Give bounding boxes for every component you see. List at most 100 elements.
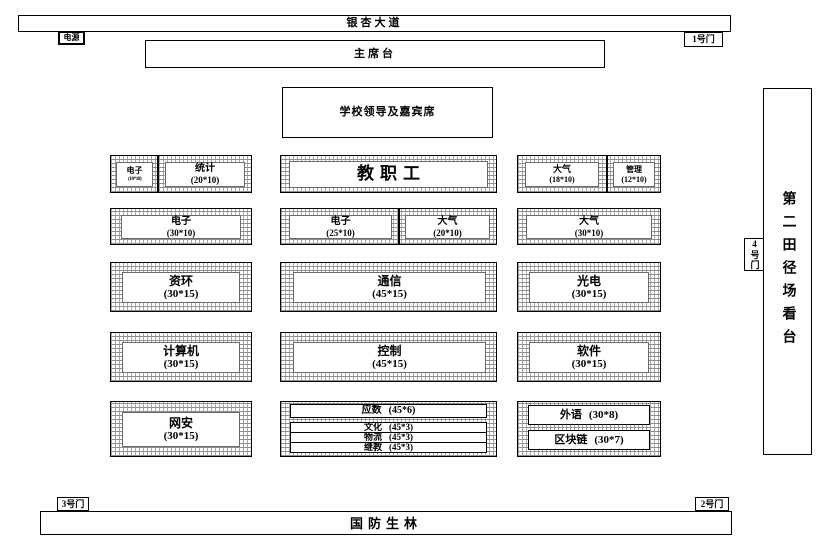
forest-bar: 国防生林	[40, 511, 732, 535]
zone-name: 通信	[377, 273, 402, 288]
zone-qukuailian: 区块链 (30*7)	[528, 430, 650, 450]
zone-row4-left: 计算机 (30*15)	[110, 332, 252, 382]
zone-row5-center-stack: 应数 (45*6) 文化 (45*3) 物流 (45*3) 继教 (45*3)	[290, 404, 487, 453]
zone-name: 光电	[576, 273, 601, 288]
zone-capacity: (45*3)	[389, 432, 413, 442]
zone-capacity: (30*15)	[571, 358, 607, 371]
zone-name: 控制	[377, 343, 402, 358]
zone-guanli: 管理 (12*10)	[613, 162, 655, 187]
zone-name: 文化	[363, 422, 382, 432]
zone-jisuanji: 计算机 (30*15)	[122, 342, 240, 373]
gate-4-label: 4号门	[749, 239, 760, 270]
zone-name: 区块链	[554, 433, 588, 446]
zone-capacity: (30*7)	[594, 433, 624, 446]
zone-name: 管理	[626, 164, 642, 174]
zone-tongxin: 通信 (45*15)	[293, 272, 486, 303]
zone-capacity: (45*3)	[389, 422, 413, 432]
zone-name: 外语	[559, 408, 582, 421]
power-label: 电源	[63, 33, 80, 42]
zone-capacity: (18*10)	[549, 175, 575, 185]
zone-row5-left: 网安 (30*15)	[110, 401, 252, 457]
zone-name: 继教	[363, 442, 382, 452]
zone-divider	[398, 209, 400, 244]
zone-guangdian: 光电 (30*15)	[529, 272, 649, 303]
second-track-stand: 第二田径场看台	[763, 88, 812, 455]
zone-daqi-20: 大气 (20*10)	[405, 215, 490, 239]
rostrum: 主席台	[145, 40, 605, 68]
zone-capacity: (12*10)	[621, 174, 647, 184]
vip-label: 学校领导及嘉宾席	[339, 106, 436, 118]
zone-name: 电子	[330, 215, 351, 227]
zone-row5-center: 应数 (45*6) 文化 (45*3) 物流 (45*3) 继教 (45*3)	[280, 401, 497, 457]
zone-capacity: (45*6)	[388, 405, 416, 416]
zone-ruanjian: 软件 (30*15)	[529, 342, 649, 373]
rostrum-label: 主席台	[354, 47, 396, 60]
gate-3-label: 3号门	[61, 498, 85, 509]
zone-capacity: (45*15)	[372, 288, 407, 301]
zone-name: 网安	[168, 415, 193, 430]
gate-2-label: 2号门	[700, 498, 724, 509]
stand-label: 第二田径场看台	[780, 191, 796, 352]
zone-row1-center: 教职工	[280, 155, 497, 193]
zone-name: 大气	[552, 164, 571, 175]
forest-label: 国防生林	[349, 515, 422, 531]
zone-name: 教职工	[357, 164, 426, 184]
zone-name: 计算机	[162, 343, 199, 358]
zone-divider	[157, 156, 159, 192]
zone-name: 统计	[195, 163, 215, 175]
zone-row4-center: 控制 (45*15)	[280, 332, 497, 382]
zone-capacity: (10*10)	[127, 176, 142, 182]
zone-capacity: (25*10)	[326, 227, 355, 238]
zone-row3-right: 光电 (30*15)	[517, 262, 661, 312]
zone-row2-left: 电子 (30*10)	[110, 208, 252, 245]
zone-faculty: 教职工	[289, 161, 488, 188]
zone-capacity: (30*10)	[574, 227, 604, 238]
zone-row1-left: 电子 (10*10) 统计 (20*10)	[110, 155, 252, 193]
zone-name: 电子	[126, 166, 143, 176]
zone-name: 大气	[579, 215, 599, 227]
power-box: 电源	[58, 31, 85, 45]
zone-dianzi-10: 电子 (10*10)	[116, 162, 153, 187]
zone-jijiao: 继教 (45*3)	[290, 442, 487, 453]
zone-row5-right-stack: 外语 (30*8) 区块链 (30*7)	[528, 405, 650, 452]
zone-zihuan: 资环 (30*15)	[122, 272, 240, 303]
gate-2: 2号门	[695, 497, 729, 511]
zone-capacity: (20*10)	[190, 175, 220, 186]
zone-wangan: 网安 (30*15)	[122, 412, 240, 447]
vip-seats: 学校领导及嘉宾席	[282, 87, 493, 138]
zone-row2-center: 电子 (25*10) 大气 (20*10)	[280, 208, 497, 245]
zone-kongzhi: 控制 (45*15)	[293, 342, 486, 373]
zone-yingshu: 应数 (45*6)	[290, 404, 487, 418]
zone-capacity: (45*15)	[372, 358, 407, 371]
zone-dianzi-25: 电子 (25*10)	[289, 215, 392, 239]
zone-daqi-30: 大气 (30*10)	[526, 215, 652, 239]
gate-4: 4号门	[744, 238, 764, 271]
gate-3: 3号门	[57, 497, 89, 511]
zone-name: 应数	[361, 405, 382, 416]
gate-1: 1号门	[684, 32, 723, 47]
zone-capacity: (30*15)	[163, 430, 199, 443]
zone-daqi-18: 大气 (18*10)	[525, 162, 599, 187]
zone-dianzi-30: 电子 (30*10)	[121, 215, 241, 239]
zone-row3-left: 资环 (30*15)	[110, 262, 252, 312]
zone-capacity: (30*15)	[163, 288, 199, 301]
zone-tongji: 统计 (20*10)	[165, 162, 245, 187]
zone-capacity: (30*15)	[571, 288, 607, 301]
gate-1-label: 1号门	[692, 34, 715, 44]
zone-name: 电子	[171, 215, 191, 227]
zone-capacity: (30*15)	[163, 358, 199, 371]
zone-capacity: (30*8)	[588, 408, 619, 421]
zone-capacity: (20*10)	[433, 227, 462, 238]
zone-capacity: (45*3)	[389, 442, 413, 452]
road-bar: 银杏大道	[18, 15, 731, 32]
zone-row5-right: 外语 (30*8) 区块链 (30*7)	[517, 401, 661, 457]
zone-capacity: (30*10)	[166, 227, 196, 238]
zone-row1-right: 大气 (18*10) 管理 (12*10)	[517, 155, 661, 193]
zone-row3-center: 通信 (45*15)	[280, 262, 497, 312]
zone-name: 资环	[168, 273, 193, 288]
zone-divider	[606, 156, 608, 192]
zone-row4-right: 软件 (30*15)	[517, 332, 661, 382]
road-label: 银杏大道	[346, 17, 403, 29]
zone-name: 大气	[437, 215, 458, 227]
